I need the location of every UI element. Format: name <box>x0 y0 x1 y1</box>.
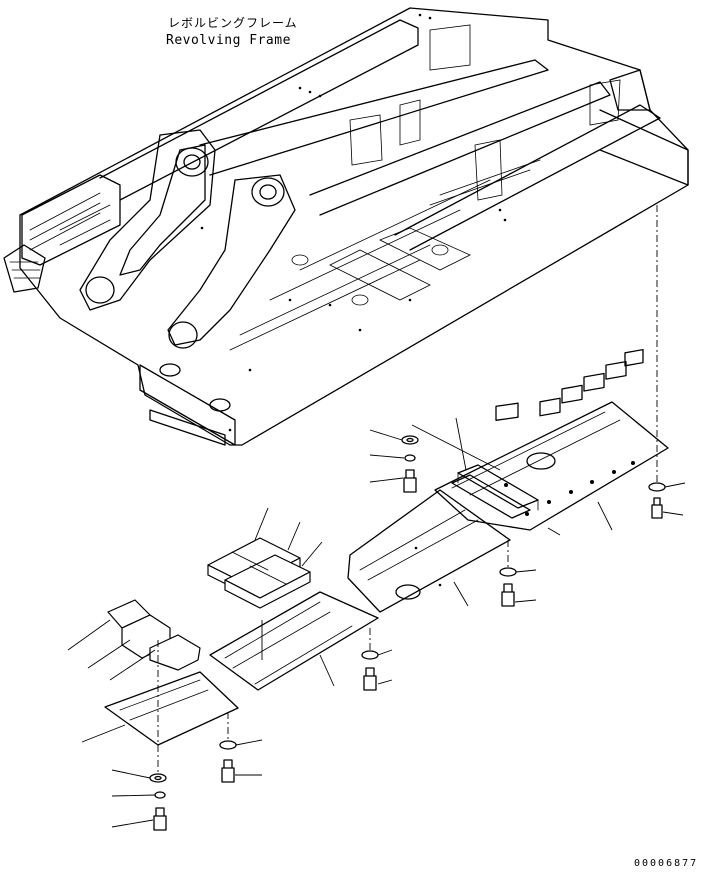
under-cover-plate-right <box>434 348 669 531</box>
washer-icon <box>401 435 419 445</box>
spring-washer-icon <box>404 454 416 462</box>
fastener-set-right <box>648 205 666 519</box>
fastener-set-lower <box>219 712 237 783</box>
pad-row <box>495 348 644 516</box>
drawing-number: 00006877 <box>634 858 699 869</box>
under-cover-plate-left <box>104 599 239 746</box>
revolving-frame-drawing <box>3 7 689 446</box>
fastener-set-left <box>149 640 167 831</box>
fastener-set-center <box>361 628 379 691</box>
under-cover-plate-center <box>207 537 379 691</box>
title-japanese: レボルビングフレーム <box>168 16 298 30</box>
title-english: Revolving Frame <box>166 33 291 48</box>
fastener-set-top <box>401 435 419 493</box>
fastener-set-mid <box>499 540 517 607</box>
under-cover-plate-middle <box>347 489 511 613</box>
leader-lines <box>67 417 686 828</box>
